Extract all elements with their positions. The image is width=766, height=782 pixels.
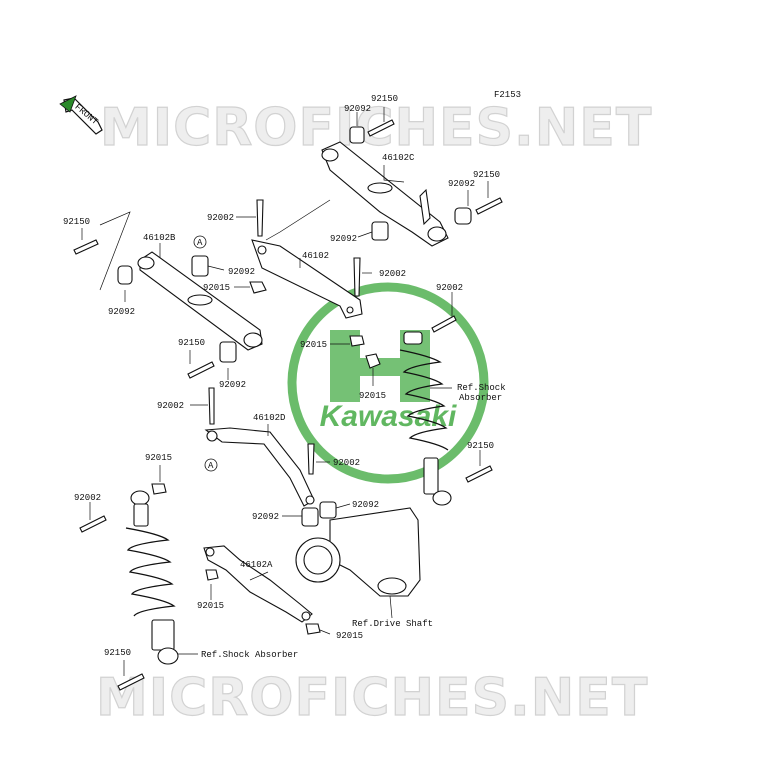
bolt-92150-bottom <box>117 673 145 691</box>
label-92092-left: 92092 <box>108 307 135 317</box>
label-92150-r1: 92150 <box>473 170 500 180</box>
label-ref-shock-a: Ref.Shock <box>457 383 506 393</box>
bolt-92002-a <box>256 199 264 237</box>
label-92002-b: 92002 <box>379 269 406 279</box>
label-92002-c: 92002 <box>436 283 463 293</box>
upper-arm-46102b <box>137 251 263 351</box>
watermark-bottom: MICROFICHES.NET <box>96 668 648 728</box>
bolt-92002-d <box>307 443 315 475</box>
bracket-46102 <box>251 239 363 319</box>
callout-circle-a1 <box>193 235 207 249</box>
leader-lines <box>81 107 489 676</box>
callout-a1: A <box>197 238 203 248</box>
label-ref-shock-absorber: Ref.Shock Absorber <box>201 650 298 660</box>
nut-e <box>305 623 321 635</box>
label-92015-c: 92015 <box>359 391 386 401</box>
bolt-right <box>475 197 503 215</box>
nut-b <box>349 335 365 347</box>
front-arrow-icon: FRONT <box>59 95 103 135</box>
bolt-92002-b <box>353 257 361 297</box>
bushing-low <box>219 341 237 363</box>
bushing-left <box>117 265 133 285</box>
label-92092-top: 92092 <box>344 104 371 114</box>
figure-code: F2153 <box>494 90 521 100</box>
upper-arm-46102c <box>321 141 449 247</box>
label-92150-e: 92150 <box>104 648 131 658</box>
bushing-e <box>319 501 337 519</box>
label-92002-d: 92002 <box>157 401 184 411</box>
label-46102c: 46102C <box>382 153 415 163</box>
differential-housing <box>295 507 421 597</box>
label-92092-c: 92092 <box>219 380 246 390</box>
nut-d <box>205 569 219 581</box>
label-92002-a: 92002 <box>207 213 234 223</box>
bolt-92150-shock <box>465 465 493 483</box>
label-92092-mid: 92092 <box>330 234 357 244</box>
nut-a <box>249 281 267 294</box>
bolt-left <box>73 239 99 255</box>
bolt-92002-c <box>208 387 215 425</box>
label-92015-f: 92015 <box>336 631 363 641</box>
label-92015-d: 92015 <box>145 453 172 463</box>
label-92015-a: 92015 <box>203 283 230 293</box>
label-92092-r1: 92092 <box>448 179 475 189</box>
bushing-right <box>454 207 472 225</box>
logo-text: Kawasaki <box>320 400 457 433</box>
label-92150-top: 92150 <box>371 94 398 104</box>
bushing-mid <box>191 255 209 277</box>
nut-f <box>151 483 167 495</box>
label-92015-b: 92015 <box>300 340 327 350</box>
label-92002-e: 92002 <box>333 458 360 468</box>
label-92002-f: 92002 <box>74 493 101 503</box>
bolt-top <box>367 119 395 137</box>
label-ref-drive-shaft: Ref.Drive Shaft <box>352 619 433 629</box>
bolt-low <box>187 361 215 379</box>
label-92150-c: 92150 <box>178 338 205 348</box>
label-46102d: 46102D <box>253 413 285 423</box>
label-92150-left: 92150 <box>63 217 90 227</box>
label-46102a: 46102A <box>240 560 273 570</box>
callout-a2: A <box>208 461 214 471</box>
label-46102: 46102 <box>302 251 329 261</box>
label-46102b: 46102B <box>143 233 176 243</box>
label-92150-d: 92150 <box>467 441 494 451</box>
label-92092-e: 92092 <box>252 512 279 522</box>
shock-absorber-right <box>399 331 452 506</box>
label-92015-e: 92015 <box>197 601 224 611</box>
label-ref-shock-b: Absorber <box>459 393 502 403</box>
bolt-92002-shock <box>431 315 457 333</box>
callout-circle-a2 <box>204 458 218 472</box>
bushing-center <box>371 221 389 241</box>
label-92092-d: 92092 <box>352 500 379 510</box>
bolt-92002-left <box>79 515 107 533</box>
label-92092-b: 92092 <box>228 267 255 277</box>
shock-absorber-left <box>125 490 179 665</box>
lower-arm-46102d <box>204 427 315 507</box>
bushing-d <box>301 507 319 527</box>
nut-c <box>365 353 381 369</box>
lower-arm-46102a <box>203 545 313 623</box>
kawasaki-logo: Kawasaki <box>287 282 489 484</box>
bushing-top <box>349 126 365 144</box>
